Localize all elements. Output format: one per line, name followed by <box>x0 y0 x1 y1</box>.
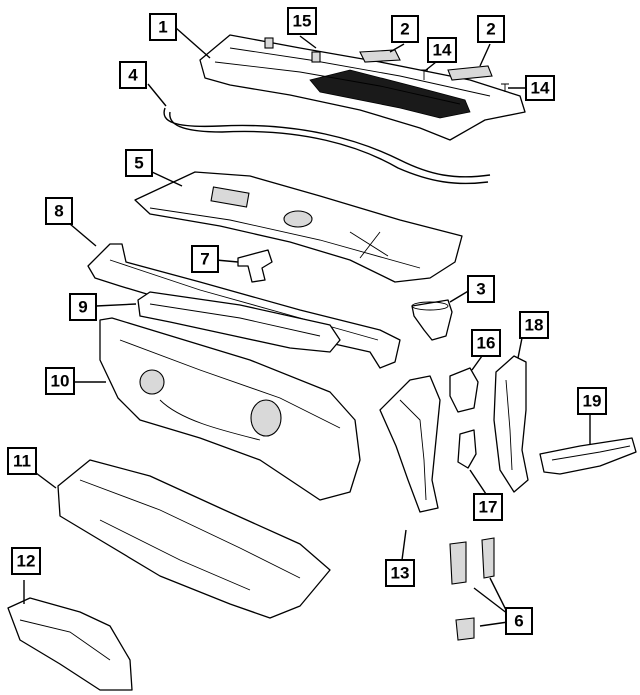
svg-text:4: 4 <box>128 66 138 85</box>
callout-12: 12 <box>11 547 41 575</box>
callout-5: 5 <box>125 149 153 177</box>
part-floor-tunnel <box>7 597 133 691</box>
part-a-pillar-reinforcement <box>379 375 441 513</box>
part-rocker-extension <box>539 437 637 475</box>
part-bracket <box>237 249 273 283</box>
callout-10: 10 <box>45 367 75 395</box>
callout-6: 6 <box>505 607 533 635</box>
callout-11: 11 <box>7 447 37 475</box>
svg-text:19: 19 <box>583 392 602 411</box>
callout-1: 1 <box>149 13 177 41</box>
svg-text:16: 16 <box>477 334 496 353</box>
callout-15: 15 <box>287 7 317 35</box>
svg-text:3: 3 <box>476 280 485 299</box>
callout-7: 7 <box>191 245 219 273</box>
svg-text:7: 7 <box>200 250 209 269</box>
svg-text:2: 2 <box>486 20 495 39</box>
svg-text:2: 2 <box>400 20 409 39</box>
svg-text:17: 17 <box>479 498 498 517</box>
part-duct <box>411 299 453 341</box>
callout-3: 3 <box>467 275 495 303</box>
svg-text:6: 6 <box>514 612 523 631</box>
callout-14a: 14 <box>427 37 457 63</box>
svg-text:8: 8 <box>54 202 63 221</box>
svg-text:18: 18 <box>525 316 544 335</box>
callout-14b: 14 <box>525 75 555 101</box>
svg-text:12: 12 <box>17 552 36 571</box>
part-upper-dash-panel <box>137 291 341 353</box>
callout-13: 13 <box>385 559 415 587</box>
callout-2a: 2 <box>391 15 419 43</box>
callout-17: 17 <box>473 493 503 521</box>
callout-18: 18 <box>519 311 549 339</box>
part-small-brackets <box>449 367 479 469</box>
part-fasteners <box>420 69 509 92</box>
svg-text:13: 13 <box>391 564 410 583</box>
part-cowl-top-panel <box>199 34 526 141</box>
svg-text:15: 15 <box>293 12 312 31</box>
svg-text:14: 14 <box>433 41 452 60</box>
part-dash-panel <box>99 317 361 501</box>
svg-text:11: 11 <box>13 452 31 471</box>
callout-8: 8 <box>45 197 73 225</box>
svg-text:5: 5 <box>134 154 143 173</box>
part-silencer-pads <box>449 537 495 641</box>
part-pads <box>359 49 493 81</box>
callout-9: 9 <box>69 293 97 321</box>
svg-text:9: 9 <box>78 298 87 317</box>
part-weatherstrip <box>163 107 491 185</box>
callout-16: 16 <box>471 329 501 357</box>
callout-19: 19 <box>577 387 607 415</box>
callout-2b: 2 <box>477 15 505 43</box>
part-front-floor-pan <box>57 459 331 619</box>
part-cowl-plenum <box>134 171 463 283</box>
svg-text:14: 14 <box>531 79 550 98</box>
callout-4: 4 <box>119 61 147 89</box>
svg-text:1: 1 <box>158 18 167 37</box>
svg-text:10: 10 <box>51 372 70 391</box>
part-hinge-pillar <box>493 355 529 493</box>
